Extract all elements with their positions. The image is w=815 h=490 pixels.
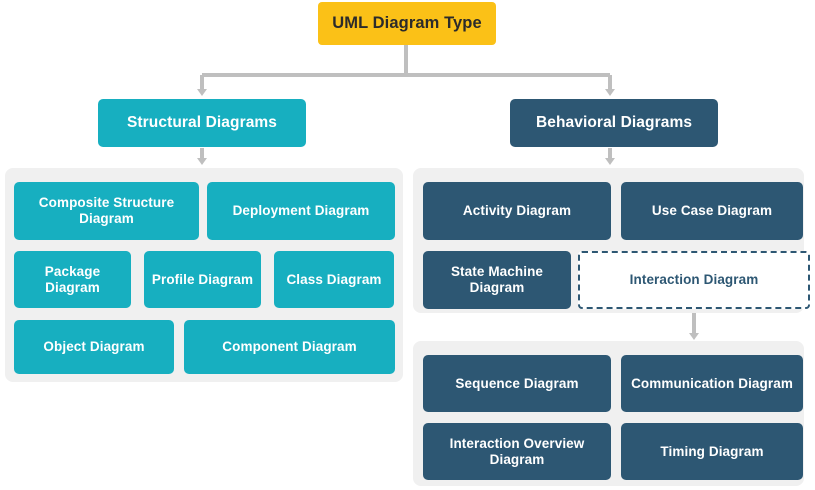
leaf-use-case-diagram[interactable]: Use Case Diagram <box>621 182 803 240</box>
category-node-behavioral-diagrams[interactable]: Behavioral Diagrams <box>510 99 718 147</box>
leaf-sequence-diagram[interactable]: Sequence Diagram <box>423 355 611 412</box>
leaf-deployment-diagram[interactable]: Deployment Diagram <box>207 182 395 240</box>
leaf-package-diagram[interactable]: Package Diagram <box>14 251 131 308</box>
leaf-timing-diagram[interactable]: Timing Diagram <box>621 423 803 480</box>
leaf-interaction-diagram[interactable]: Interaction Diagram <box>578 251 810 309</box>
leaf-composite-structure-diagram[interactable]: Composite Structure Diagram <box>14 182 199 240</box>
leaf-interaction-overview-diagram[interactable]: Interaction Overview Diagram <box>423 423 611 480</box>
root-node-uml-diagram-type[interactable]: UML Diagram Type <box>318 2 496 45</box>
leaf-class-diagram[interactable]: Class Diagram <box>274 251 394 308</box>
leaf-component-diagram[interactable]: Component Diagram <box>184 320 395 374</box>
leaf-activity-diagram[interactable]: Activity Diagram <box>423 182 611 240</box>
leaf-object-diagram[interactable]: Object Diagram <box>14 320 174 374</box>
leaf-state-machine-diagram[interactable]: State Machine Diagram <box>423 251 571 309</box>
leaf-profile-diagram[interactable]: Profile Diagram <box>144 251 261 308</box>
leaf-communication-diagram[interactable]: Communication Diagram <box>621 355 803 412</box>
category-node-structural-diagrams[interactable]: Structural Diagrams <box>98 99 306 147</box>
